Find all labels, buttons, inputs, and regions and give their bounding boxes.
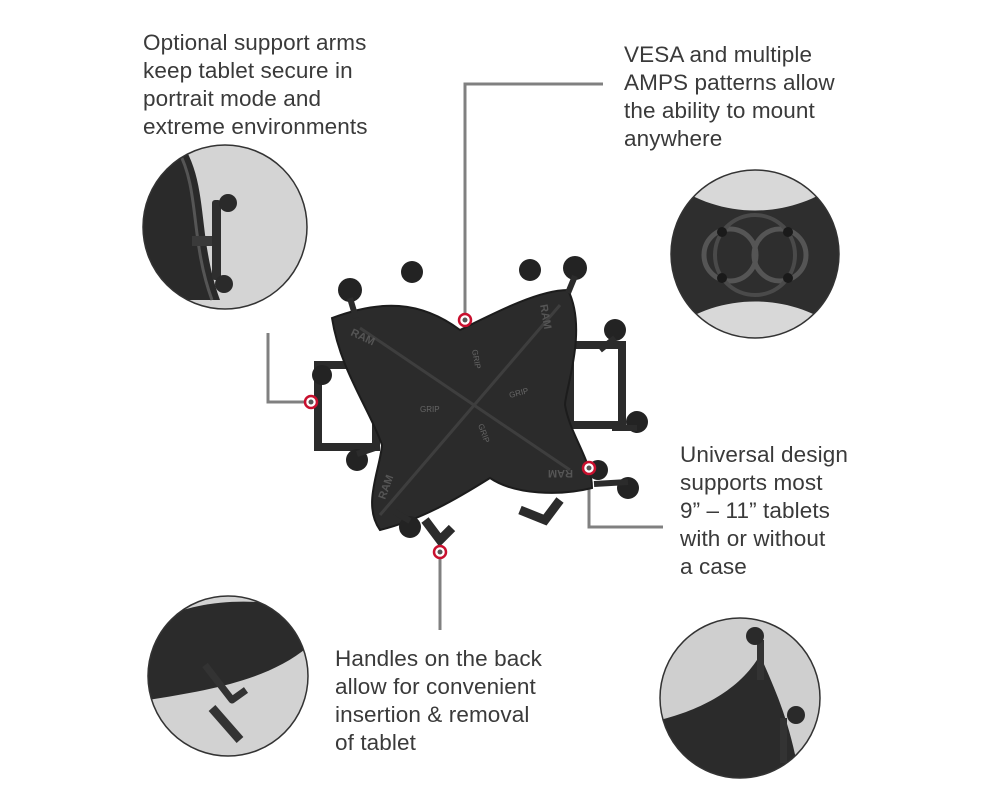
callout-line: portrait mode and (143, 86, 322, 111)
x-grip-cradle: RAM RAM RAM RAM GRIP GRIP GRIP GRIP (312, 256, 648, 547)
cradle-brand-mark-bottom-right: RAM (548, 467, 573, 479)
callout-support-arms: Optional support arms keep tablet secure… (143, 29, 368, 141)
leader-lines (266, 82, 663, 630)
callout-vesa: VESA and multiple AMPS patterns allow th… (624, 41, 835, 153)
callout-line: with or without (680, 526, 826, 551)
leader-line-universal (587, 472, 663, 529)
callout-line: 9” – 11” tablets (680, 498, 831, 523)
callout-line: Optional support arms (143, 30, 367, 55)
detail-photo-handles (147, 595, 309, 757)
leader-line-vesa (463, 82, 603, 318)
target-ring-center-icon (437, 549, 443, 555)
detail-photo-vesa (670, 169, 840, 339)
callout-line: extreme environments (143, 114, 368, 139)
cradle-brand-mark-top-right: RAM (537, 303, 553, 330)
callout-universal: Universal design supports most 9” – 11” … (680, 441, 848, 581)
callout-line: allow for convenient (335, 674, 536, 699)
callout-handles: Handles on the back allow for convenient… (335, 645, 542, 757)
callout-line: AMPS patterns allow (624, 70, 835, 95)
target-ring-center-icon (586, 465, 592, 471)
callout-line: Handles on the back (335, 646, 543, 671)
callout-line: VESA and multiple (624, 42, 813, 67)
callout-line: anywhere (624, 126, 723, 151)
detail-photo-universal (659, 617, 821, 779)
cradle-grip-mark-top: GRIP (470, 349, 482, 370)
target-ring-center-icon (462, 317, 468, 323)
target-ring-center-icon (308, 399, 314, 405)
callout-line: supports most (680, 470, 823, 495)
leader-line-support-arms (266, 333, 307, 404)
callout-line: keep tablet secure in (143, 58, 353, 83)
callout-line: insertion & removal (335, 702, 530, 727)
callout-line: a case (680, 554, 747, 579)
callout-line: the ability to mount (624, 98, 815, 123)
detail-photo-support-arms (142, 144, 308, 310)
callout-line: of tablet (335, 730, 416, 755)
cradle-grip-mark-left: GRIP (420, 405, 440, 414)
callout-line: Universal design (680, 442, 848, 467)
